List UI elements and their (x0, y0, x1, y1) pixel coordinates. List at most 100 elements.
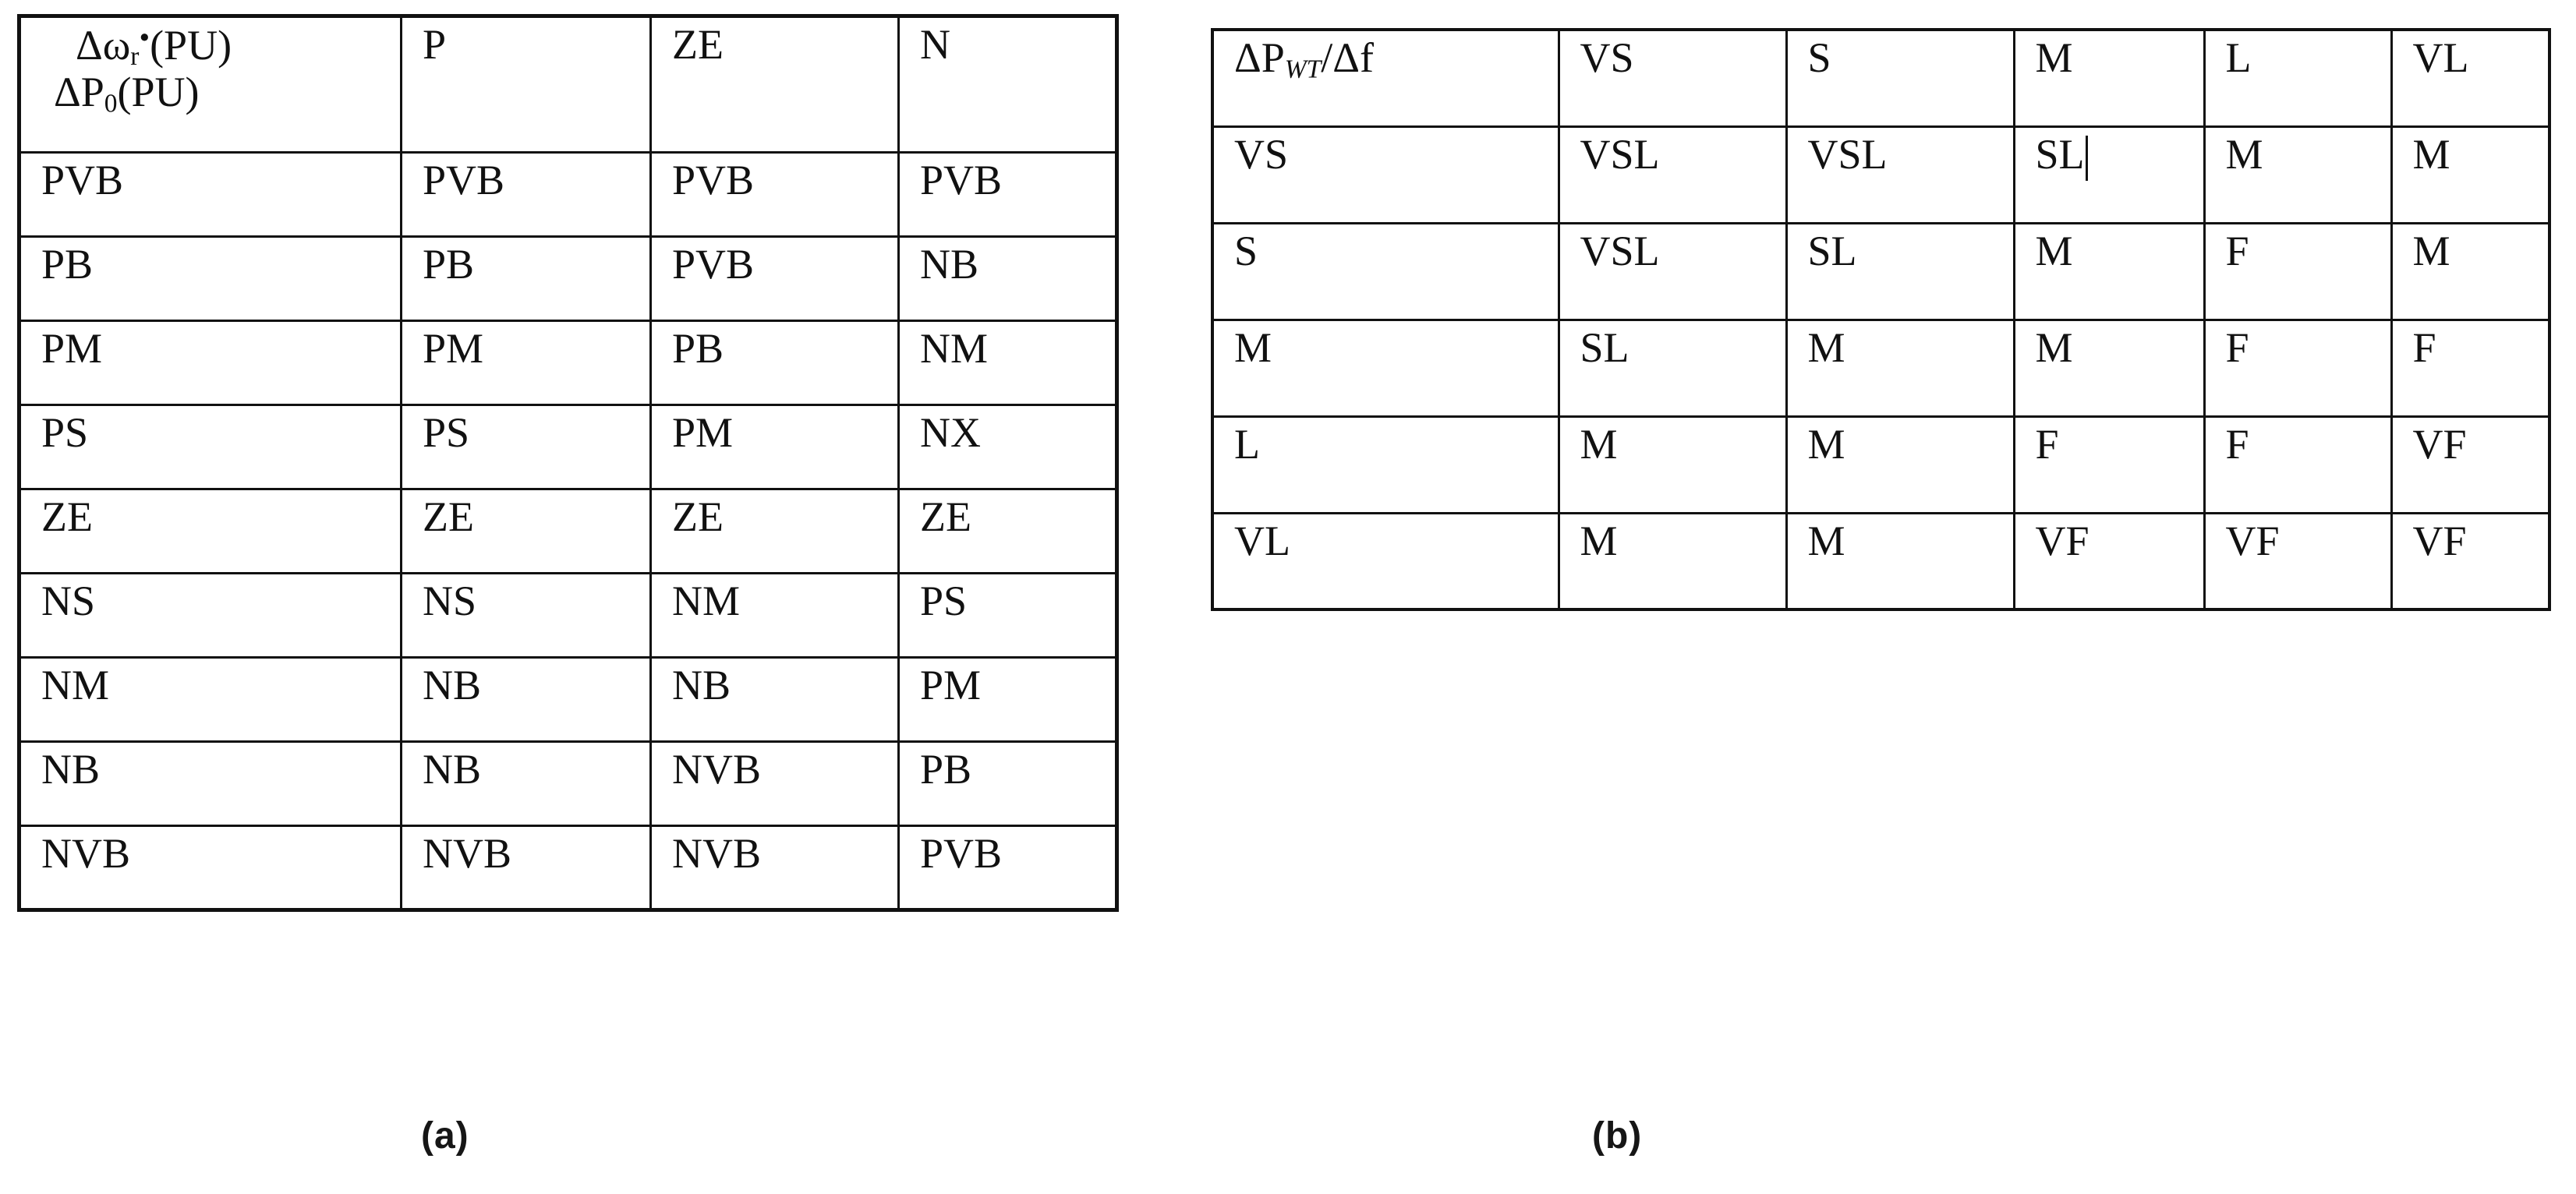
corner-header-line-1: Δωr•(PU) (76, 21, 232, 72)
table-row: VS VSL VSL SL M M (1211, 125, 2551, 224)
table-cell: NB (649, 656, 900, 743)
row-label: PS (18, 404, 402, 490)
table-row: NM NB NB PM (18, 656, 1118, 743)
row-label: NB (18, 740, 402, 827)
table-cell: PM (400, 320, 652, 406)
table-cell: NB (400, 740, 652, 827)
table-b-col-header-m: M (2012, 28, 2206, 128)
table-row: PVB PVB PVB PVB (18, 151, 1118, 238)
table-cell: VF (2390, 511, 2551, 611)
table-cell: SL (1557, 318, 1788, 418)
table-a-header-row: Δωr•(PU) ΔP0(PU) P ZE N (18, 15, 1118, 154)
table-a-col-header-ze: ZE (649, 15, 900, 154)
table-cell: ZE (897, 488, 1118, 574)
table-row: VL M M VF VF VF (1211, 511, 2551, 611)
table-cell: NM (649, 572, 900, 659)
table-cell: PM (897, 656, 1118, 743)
table-cell: F (2012, 415, 2206, 514)
table-cell: F (2203, 221, 2393, 321)
table-cell: F (2390, 318, 2551, 418)
table-cell: PM (649, 404, 900, 490)
table-cell: ZE (649, 488, 900, 574)
table-cell: NS (400, 572, 652, 659)
caption-a: (a) (421, 1115, 469, 1157)
table-b-header-row: ΔPWT/Δf VS S M L VL (1211, 28, 2551, 128)
text-cursor (2085, 135, 2088, 181)
table-cell: NB (400, 656, 652, 743)
table-cell: F (2203, 415, 2393, 514)
row-label: VL (1211, 511, 1560, 611)
table-cell: NVB (649, 740, 900, 827)
table-a-col-header-p: P (400, 15, 652, 154)
row-label: NS (18, 572, 402, 659)
table-cell: VSL (1557, 125, 1788, 224)
table-row: PB PB PVB NB (18, 235, 1118, 322)
table-b-corner-header: ΔPWT/Δf (1211, 28, 1560, 128)
fuzzy-rule-table-a: Δωr•(PU) ΔP0(PU) P ZE N PVB PVB PVB PVB … (17, 14, 1119, 912)
cell-text: SL (2035, 130, 2085, 178)
table-row: NB NB NVB PB (18, 740, 1118, 827)
row-label: L (1211, 415, 1560, 514)
table-row: S VSL SL M F M (1211, 221, 2551, 321)
table-cell: M (2390, 221, 2551, 321)
table-cell: PVB (897, 151, 1118, 238)
row-label: S (1211, 221, 1560, 321)
table-cell: M (1557, 511, 1788, 611)
table-cell: NB (897, 235, 1118, 322)
table-a-corner-header: Δωr•(PU) ΔP0(PU) (18, 15, 402, 154)
row-label: NM (18, 656, 402, 743)
row-label: NVB (18, 825, 402, 911)
table-cell: M (1785, 511, 2015, 611)
row-label: VS (1211, 125, 1560, 224)
table-row: PS PS PM NX (18, 404, 1118, 490)
table-cell: VF (2390, 415, 2551, 514)
table-cell: VSL (1557, 221, 1788, 321)
table-cell: NM (897, 320, 1118, 406)
table-cell: PB (897, 740, 1118, 827)
table-cell: PB (649, 320, 900, 406)
row-label: PM (18, 320, 402, 406)
table-cell: F (2203, 318, 2393, 418)
table-b-col-header-vl: VL (2390, 28, 2551, 128)
row-label: PVB (18, 151, 402, 238)
table-row: NS NS NM PS (18, 572, 1118, 659)
table-row: M SL M M F F (1211, 318, 2551, 418)
table-cell: M (1557, 415, 1788, 514)
table-cell: M (2203, 125, 2393, 224)
table-b-col-header-vs: VS (1557, 28, 1788, 128)
table-cell: PVB (897, 825, 1118, 911)
table-cell: M (2390, 125, 2551, 224)
table-cell: PVB (649, 151, 900, 238)
table-cell: M (2012, 221, 2206, 321)
fuzzy-rule-table-b: ΔPWT/Δf VS S M L VL VS VSL VSL SL M M S … (1211, 28, 2551, 611)
table-cell: ZE (400, 488, 652, 574)
caption-b: (b) (1592, 1115, 1643, 1157)
table-cell: PS (897, 572, 1118, 659)
table-cell: M (1785, 415, 2015, 514)
corner-header-line-2: ΔP0(PU) (54, 69, 200, 118)
table-b-col-header-s: S (1785, 28, 2015, 128)
table-cell: PS (400, 404, 652, 490)
table-cell: PVB (649, 235, 900, 322)
table-cell: PB (400, 235, 652, 322)
table-cell: PVB (400, 151, 652, 238)
table-row: PM PM PB NM (18, 320, 1118, 406)
table-a-col-header-n: N (897, 15, 1118, 154)
table-cell: VSL (1785, 125, 2015, 224)
table-row: L M M F F VF (1211, 415, 2551, 514)
row-label: PB (18, 235, 402, 322)
table-cell: SL (1785, 221, 2015, 321)
table-b-col-header-l: L (2203, 28, 2393, 128)
table-cell: NVB (400, 825, 652, 911)
table-cell-with-caret[interactable]: SL (2012, 125, 2206, 224)
table-cell: M (1785, 318, 2015, 418)
table-cell: M (2012, 318, 2206, 418)
table-cell: NX (897, 404, 1118, 490)
row-label: M (1211, 318, 1560, 418)
table-cell: VF (2012, 511, 2206, 611)
table-row: ZE ZE ZE ZE (18, 488, 1118, 574)
row-label: ZE (18, 488, 402, 574)
table-row: NVB NVB NVB PVB (18, 825, 1118, 911)
table-cell: NVB (649, 825, 900, 911)
